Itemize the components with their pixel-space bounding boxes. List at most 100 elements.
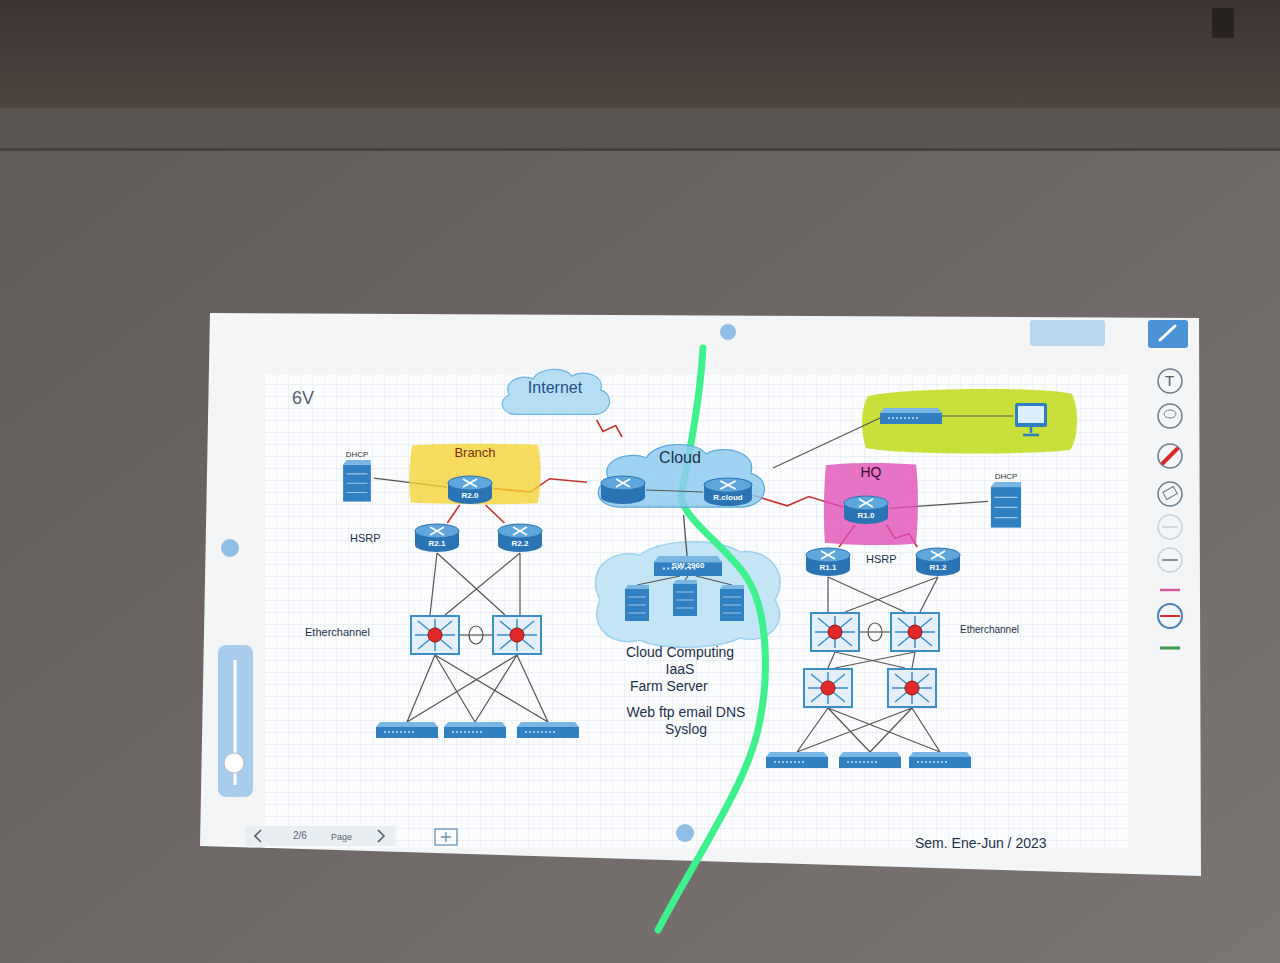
router: R.cloud: [703, 477, 753, 507]
art-rect: [1163, 487, 1177, 500]
art-use: [909, 752, 971, 768]
router-symbol: [806, 548, 850, 576]
art-use: [804, 669, 852, 707]
node-text: R1.1: [820, 563, 837, 572]
art-use: [376, 722, 438, 738]
art-rect: [245, 826, 395, 846]
art-circle: [676, 824, 694, 842]
art-path: [942, 415, 1013, 416]
cloud-outline: [598, 445, 764, 508]
art-circle: [1158, 404, 1182, 428]
router-shape: [703, 477, 753, 507]
art-rect: [1148, 320, 1188, 348]
art-path: [430, 553, 520, 615]
art-path: [1160, 326, 1175, 340]
node-text: Internet: [528, 379, 582, 397]
art-use: [411, 616, 459, 654]
highlight: [824, 463, 918, 545]
art-path: [1160, 589, 1180, 592]
art-use: [444, 722, 506, 738]
node-text: SW 2960: [672, 561, 705, 570]
art-circle: [1158, 515, 1182, 539]
node-text: R2.1: [429, 539, 446, 548]
art-use: [517, 722, 579, 738]
art-path: [828, 652, 915, 668]
art-path: [773, 418, 880, 468]
cloud-switch: SW 2960: [654, 556, 722, 576]
router-symbol: [415, 524, 459, 552]
router-shape: [843, 495, 889, 525]
router: R2.1: [414, 523, 460, 553]
art-ellipse: [868, 623, 882, 641]
router-shape: [414, 523, 460, 553]
link-note: Etherchannel: [305, 626, 370, 639]
page-word: Page: [331, 832, 352, 843]
protocol-note: HSRP: [350, 532, 381, 545]
art-rect: [0, 108, 1280, 150]
art-path: [797, 708, 940, 752]
link-note: Etherchannel: [960, 624, 1019, 636]
green-area: [773, 389, 1077, 468]
art-path: [1160, 615, 1180, 617]
art-path: [860, 631, 890, 632]
node-text: R2.0: [462, 491, 479, 500]
art-circle: [1158, 548, 1182, 572]
art-rect: [265, 375, 1130, 848]
wan-link: [486, 505, 505, 523]
art-circle: [1158, 444, 1182, 468]
router-symbol: [916, 548, 960, 576]
router-symbol: [844, 496, 888, 524]
hq-lan: [797, 577, 940, 752]
router: R1.1: [805, 547, 851, 577]
service-note: Web ftp email DNS Syslog: [626, 704, 746, 738]
router-symbol: [448, 476, 492, 504]
server-symbol: [343, 460, 371, 502]
art-path: [1023, 427, 1039, 435]
tool-icon: T: [1165, 372, 1174, 390]
cloud-outline: [502, 369, 609, 414]
service-note: Cloud Computing IaaS: [612, 644, 748, 678]
hq-area: HQR1.0: [823, 462, 919, 546]
dhcp-server: DHCP: [340, 450, 374, 502]
cloud-area: CloudR.cloud: [587, 437, 773, 515]
router-shape: [805, 547, 851, 577]
router: R2.0: [447, 475, 493, 505]
art-use: [891, 613, 939, 651]
art-path: [1160, 647, 1180, 650]
node-text: R1.0: [858, 511, 875, 520]
lan-link: [684, 515, 688, 556]
switch-symbol: [654, 556, 722, 576]
page-number: 2/6: [293, 830, 307, 842]
art-path: [1163, 449, 1177, 463]
art-rect: [218, 645, 253, 797]
art-path: [1162, 527, 1178, 528]
art-use: [625, 585, 649, 621]
router: R1.2: [915, 547, 961, 577]
protocol-note: HSRP: [866, 553, 897, 566]
art-rect: [1030, 320, 1105, 346]
service-note: Farm Server: [630, 678, 708, 695]
router-symbol: [498, 524, 542, 552]
toolbar: [218, 320, 1188, 846]
art-circle: [224, 753, 244, 773]
cloud-link: [646, 490, 703, 492]
art-rect: [265, 375, 1130, 848]
router-shape: [447, 475, 493, 505]
wan-link: [447, 505, 459, 523]
art-path: [1162, 559, 1178, 561]
art-rect: [1015, 403, 1047, 427]
router-symbol: [704, 478, 752, 506]
internet-cloud: Internet: [495, 364, 615, 420]
art-path: [441, 832, 451, 842]
node-text: Cloud: [659, 449, 701, 467]
date-note: Sem. Ene-Jun / 2023: [915, 835, 1047, 852]
art-use: [720, 585, 744, 621]
art-use: [880, 408, 942, 424]
marker-stroke: [658, 348, 765, 930]
art-rect: [1018, 406, 1044, 423]
art-rect: [0, 148, 1280, 151]
node-text: Branch: [454, 446, 495, 461]
art-circle: [1158, 482, 1182, 506]
